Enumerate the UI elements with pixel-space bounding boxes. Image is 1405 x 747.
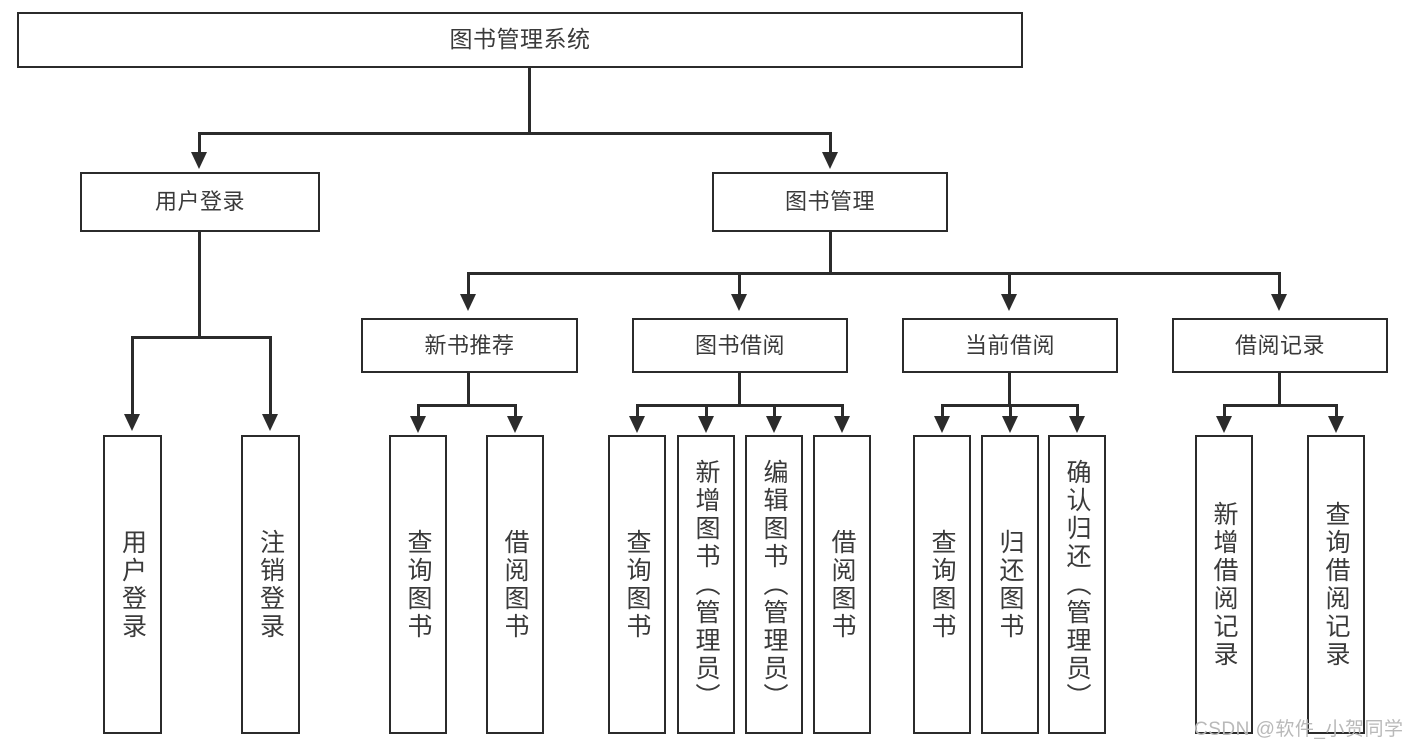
node-leaf-add-record[interactable]: 新增借阅记录 [1195,435,1253,734]
node-leaf-query-book-3-label: 查询图书 [928,528,956,641]
arrowhead-leaf-user-logout [262,414,278,431]
connector-current-borrow-leaf-2 [1009,404,1012,418]
arrowhead-leaf-edit-book [766,416,782,433]
connector-book-manage-stem [829,232,832,274]
connector-root-stem [528,68,531,134]
node-leaf-return-book-label: 归还图书 [996,528,1024,641]
node-leaf-query-record[interactable]: 查询借阅记录 [1307,435,1365,734]
connector-user-login-leaf-2 [269,336,272,416]
connector-new-book-rec-leaf-2 [514,404,517,418]
connector-borrow-record-bus [1223,404,1338,407]
connector-user-login-stem [198,232,201,338]
node-leaf-confirm-return-label: 确认归还（管理员） [1063,458,1091,711]
connector-borrow-record-leaf-1 [1223,404,1226,418]
connector-to-borrow-record [1278,272,1281,296]
node-leaf-edit-book[interactable]: 编辑图书（管理员） [745,435,803,734]
arrowhead-leaf-query-book-3 [934,416,950,433]
connector-root-to-book-manage [829,132,832,154]
arrowhead-book-borrow [731,294,747,311]
node-book-borrow-label: 图书借阅 [694,332,785,358]
node-current-borrow-label: 当前借阅 [964,332,1055,358]
node-borrow-record[interactable]: 借阅记录 [1172,318,1388,373]
arrowhead-leaf-query-book-2 [629,416,645,433]
connector-book-borrow-leaf-1 [636,404,639,418]
node-leaf-return-book[interactable]: 归还图书 [981,435,1039,734]
arrowhead-leaf-confirm-return [1069,416,1085,433]
node-leaf-user-login[interactable]: 用户登录 [103,435,162,734]
arrowhead-current-borrow [1001,294,1017,311]
connector-current-borrow-leaf-1 [941,404,944,418]
connector-book-borrow-bus [636,404,844,407]
node-leaf-user-login-label: 用户登录 [118,528,147,641]
arrowhead-leaf-add-book [698,416,714,433]
node-book-manage-label: 图书管理 [784,189,875,215]
node-leaf-user-logout[interactable]: 注销登录 [241,435,300,734]
arrowhead-new-book-rec [460,294,476,311]
node-leaf-add-book-label: 新增图书（管理员） [692,458,720,711]
connector-current-borrow-stem [1008,373,1011,406]
connector-new-book-rec-bus [417,404,517,407]
node-leaf-user-logout-label: 注销登录 [256,528,285,641]
node-leaf-query-book-2[interactable]: 查询图书 [608,435,666,734]
connector-to-new-book-rec [467,272,470,296]
connector-user-login-leaf-1 [131,336,134,416]
node-leaf-query-record-label: 查询借阅记录 [1322,500,1350,669]
node-leaf-add-book[interactable]: 新增图书（管理员） [677,435,735,734]
arrowhead-leaf-add-record [1216,416,1232,433]
arrowhead-book-manage [822,152,838,169]
connector-to-book-borrow [738,272,741,296]
connector-book-manage-bus [467,272,1281,275]
connector-root-to-user-login [198,132,201,154]
connector-new-book-rec-stem [467,373,470,406]
node-leaf-query-book-1-label: 查询图书 [404,528,432,641]
arrowhead-leaf-user-login [124,414,140,431]
node-leaf-query-book-3[interactable]: 查询图书 [913,435,971,734]
node-book-borrow[interactable]: 图书借阅 [632,318,848,373]
connector-user-login-bus [131,336,271,339]
node-root[interactable]: 图书管理系统 [17,12,1023,68]
connector-borrow-record-stem [1278,373,1281,406]
connector-borrow-record-leaf-2 [1335,404,1338,418]
connector-root-bus [198,132,832,135]
arrowhead-user-login [191,152,207,169]
connector-to-current-borrow [1008,272,1011,296]
connector-current-borrow-leaf-3 [1076,404,1079,418]
arrowhead-borrow-record [1271,294,1287,311]
node-user-login[interactable]: 用户登录 [80,172,320,232]
node-leaf-query-book-1[interactable]: 查询图书 [389,435,447,734]
connector-book-borrow-leaf-3 [773,404,776,418]
connector-book-borrow-leaf-2 [705,404,708,418]
node-leaf-edit-book-label: 编辑图书（管理员） [760,458,788,711]
node-borrow-record-label: 借阅记录 [1234,332,1325,358]
arrowhead-leaf-borrow-book-1 [507,416,523,433]
node-leaf-borrow-book-2-label: 借阅图书 [828,528,856,641]
arrowhead-leaf-borrow-book-2 [834,416,850,433]
node-leaf-query-book-2-label: 查询图书 [623,528,651,641]
node-leaf-confirm-return[interactable]: 确认归还（管理员） [1048,435,1106,734]
connector-new-book-rec-leaf-1 [417,404,420,418]
node-user-login-label: 用户登录 [154,189,245,215]
node-root-label: 图书管理系统 [449,26,591,53]
node-leaf-add-record-label: 新增借阅记录 [1210,500,1238,669]
node-current-borrow[interactable]: 当前借阅 [902,318,1118,373]
node-new-book-rec-label: 新书推荐 [424,332,515,358]
arrowhead-leaf-return-book [1002,416,1018,433]
node-book-manage[interactable]: 图书管理 [712,172,948,232]
node-leaf-borrow-book-1[interactable]: 借阅图书 [486,435,544,734]
arrowhead-leaf-query-record [1328,416,1344,433]
connector-book-borrow-leaf-4 [841,404,844,418]
node-leaf-borrow-book-1-label: 借阅图书 [501,528,529,641]
node-leaf-borrow-book-2[interactable]: 借阅图书 [813,435,871,734]
node-new-book-rec[interactable]: 新书推荐 [361,318,578,373]
connector-book-borrow-stem [738,373,741,406]
arrowhead-leaf-query-book-1 [410,416,426,433]
